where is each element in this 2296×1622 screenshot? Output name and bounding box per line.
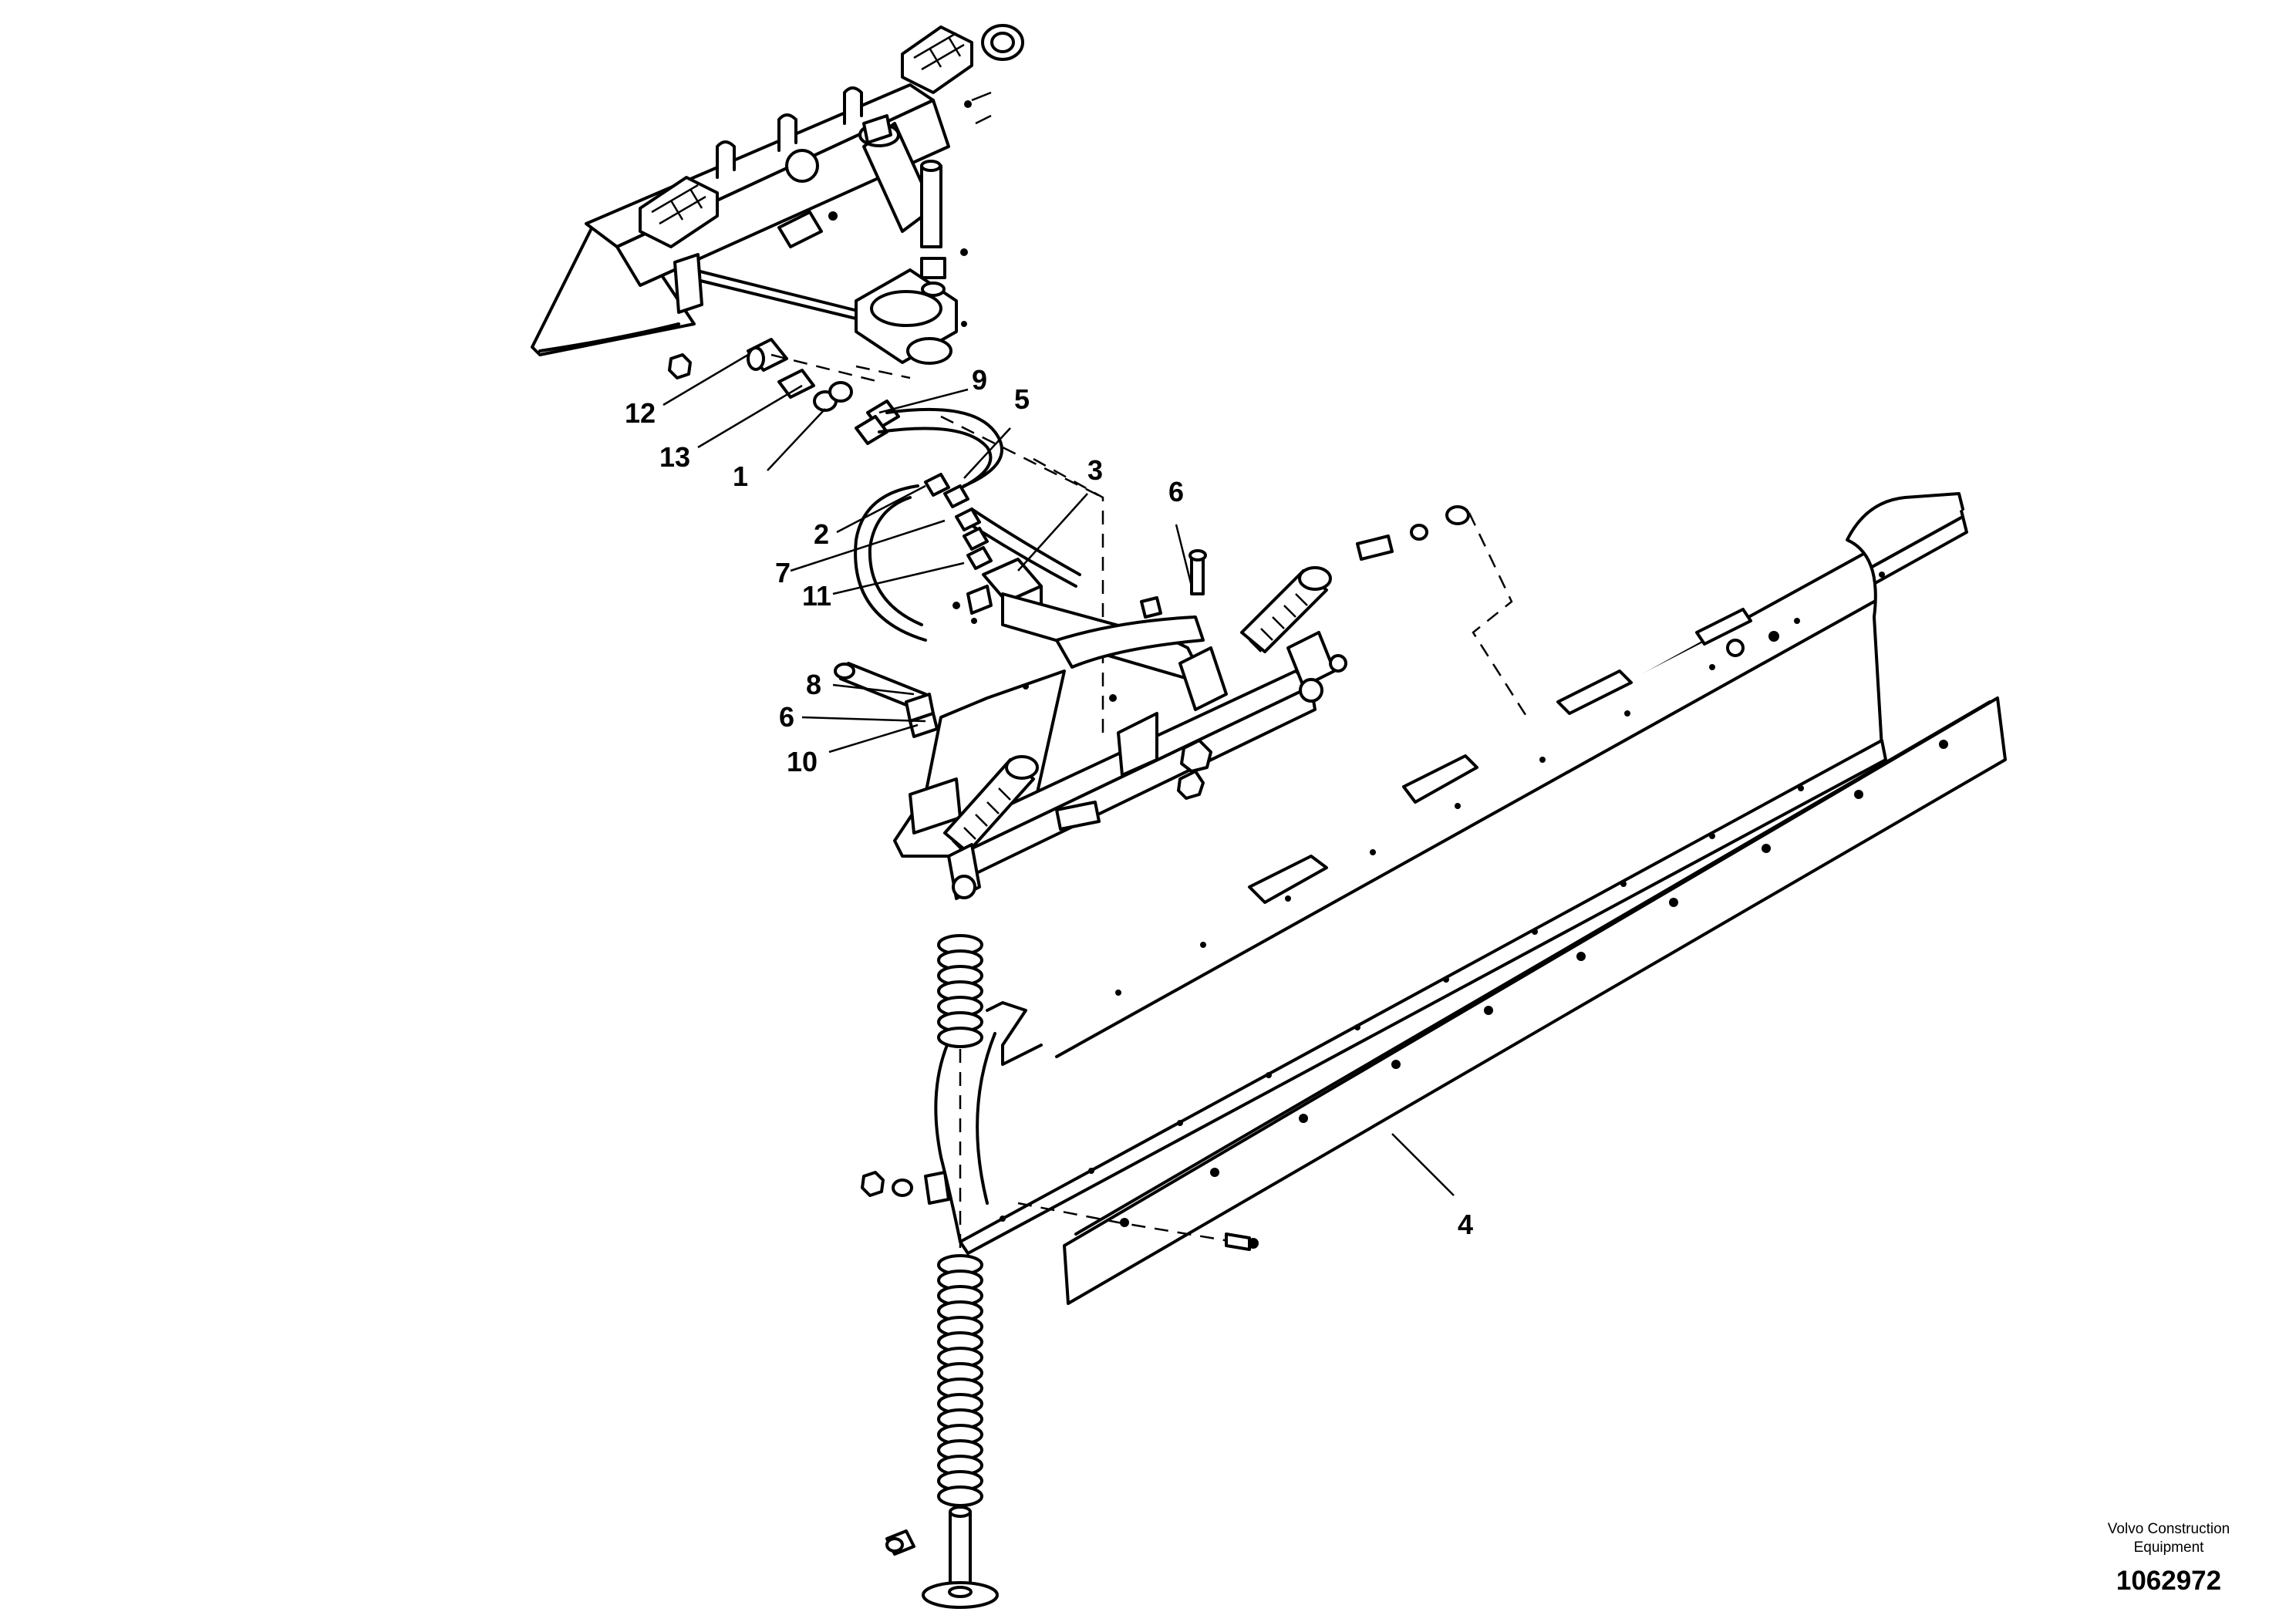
document-number: 1062972 bbox=[2116, 1566, 2221, 1596]
brand-line-1: Volvo Construction bbox=[2108, 1521, 2230, 1537]
callout-5: 5 bbox=[1014, 383, 1030, 415]
callout-4: 4 bbox=[1458, 1209, 1473, 1240]
publisher-footer: Volvo Construction Equipment 1062972 bbox=[2108, 1521, 2230, 1596]
callout-10: 10 bbox=[787, 746, 818, 777]
callout-1: 1 bbox=[733, 460, 748, 492]
cutting-edge bbox=[1017, 696, 2007, 1305]
callout-12: 12 bbox=[625, 397, 656, 429]
pivot-post bbox=[861, 505, 1529, 1609]
callout-11: 11 bbox=[802, 580, 831, 612]
dozer-blade bbox=[924, 492, 1968, 1255]
hydraulic-fittings bbox=[747, 338, 1104, 740]
callout-2: 2 bbox=[814, 518, 829, 550]
push-frame bbox=[834, 549, 1347, 900]
callout-3: 3 bbox=[1087, 454, 1103, 486]
callout-6-upper: 6 bbox=[1168, 476, 1184, 508]
mounting-frame bbox=[531, 24, 1024, 379]
callouts: 12 13 1 9 5 3 2 7 11 6 8 6 10 4 bbox=[625, 364, 1473, 1240]
callout-8: 8 bbox=[806, 669, 821, 700]
callout-13: 13 bbox=[659, 441, 690, 473]
callout-7: 7 bbox=[775, 557, 791, 588]
callout-6-lower: 6 bbox=[779, 701, 794, 733]
callout-9: 9 bbox=[972, 364, 987, 396]
brand-line-2: Equipment bbox=[2134, 1539, 2205, 1556]
leader-lines bbox=[663, 353, 1455, 1196]
